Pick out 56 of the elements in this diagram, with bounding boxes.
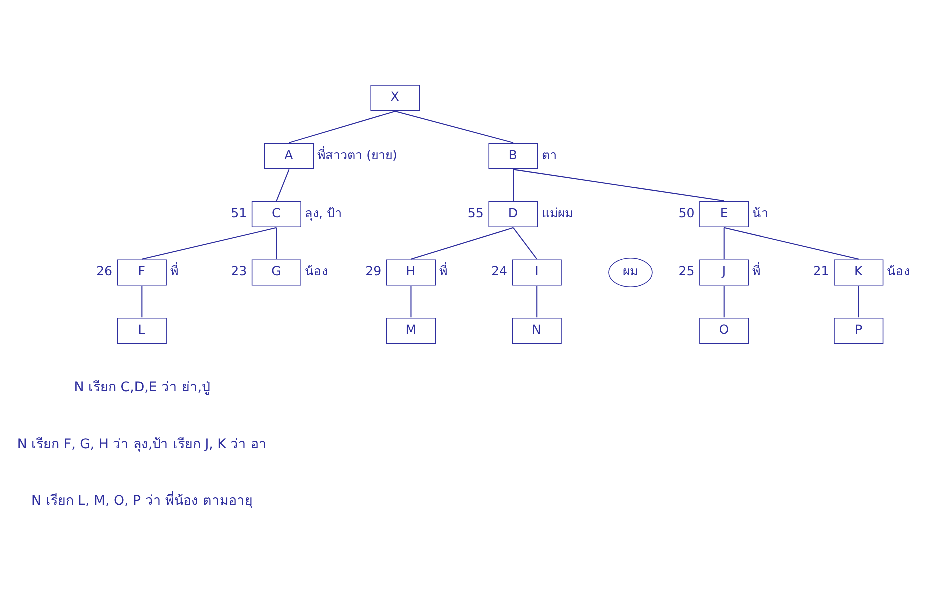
node-label: 23: [231, 264, 248, 279]
node-box: N: [512, 318, 562, 344]
node-box: G: [252, 260, 302, 286]
node-box: F: [117, 260, 167, 286]
connector: [142, 286, 143, 318]
connector: [724, 227, 859, 260]
connector: [142, 227, 277, 260]
node-box: D: [488, 202, 538, 228]
node-label: น้อง: [305, 264, 328, 279]
node-label: แม่ผม: [542, 206, 573, 221]
connector: [858, 286, 860, 318]
node-label: พี่: [752, 264, 761, 279]
node-label: 29: [366, 264, 382, 279]
connector: [724, 228, 725, 260]
connector: [289, 110, 396, 144]
node-box: C: [252, 202, 302, 228]
node-box: E: [700, 202, 750, 228]
node-box: O: [700, 318, 750, 344]
node-label: น้อง: [887, 264, 910, 279]
connector: [536, 286, 538, 318]
node-box: I: [512, 260, 562, 286]
node-label: 55: [468, 206, 484, 221]
node-label: 26: [96, 264, 113, 279]
label: N เรียก L, M, O, P ว่า พี่น้อง ตามอายุ: [32, 494, 253, 509]
node-label: 50: [678, 206, 695, 221]
node-label: 51: [231, 206, 248, 221]
node-label: พี่: [170, 264, 178, 279]
node-label: 25: [678, 264, 695, 279]
node-box: B: [488, 143, 538, 170]
connector: [276, 228, 278, 260]
connector: [513, 170, 514, 202]
connector: [410, 286, 412, 318]
label: N เรียก C,D,E ว่า ย่า,ปู่: [74, 380, 210, 396]
node-label: พี่: [440, 264, 448, 279]
node-box: X: [370, 85, 420, 112]
node-label: พี่สาวตา (ยาย): [318, 147, 398, 162]
node-box: L: [117, 318, 167, 344]
node-label: น้า: [752, 206, 769, 221]
node-box: J: [700, 260, 750, 286]
connector: [724, 286, 725, 318]
node-box: M: [386, 318, 436, 344]
node-box: A: [264, 143, 314, 170]
node-label: ตา: [542, 147, 557, 162]
connector: [513, 169, 724, 202]
connector: [411, 227, 514, 260]
connector: [513, 228, 538, 260]
node-label: ลุง, ป้า: [305, 206, 342, 221]
node-label: 21: [813, 264, 830, 279]
node-label: 24: [491, 264, 508, 279]
node-ellipse: ผม: [608, 258, 653, 288]
connector: [395, 110, 514, 144]
node-box: P: [834, 318, 884, 344]
node-box: H: [386, 260, 436, 286]
node-box: K: [834, 260, 884, 286]
connector: [276, 170, 290, 202]
label: N เรียก F, G, H ว่า ลุง,ป้า เรียก J, K ว่า อา: [17, 437, 267, 452]
